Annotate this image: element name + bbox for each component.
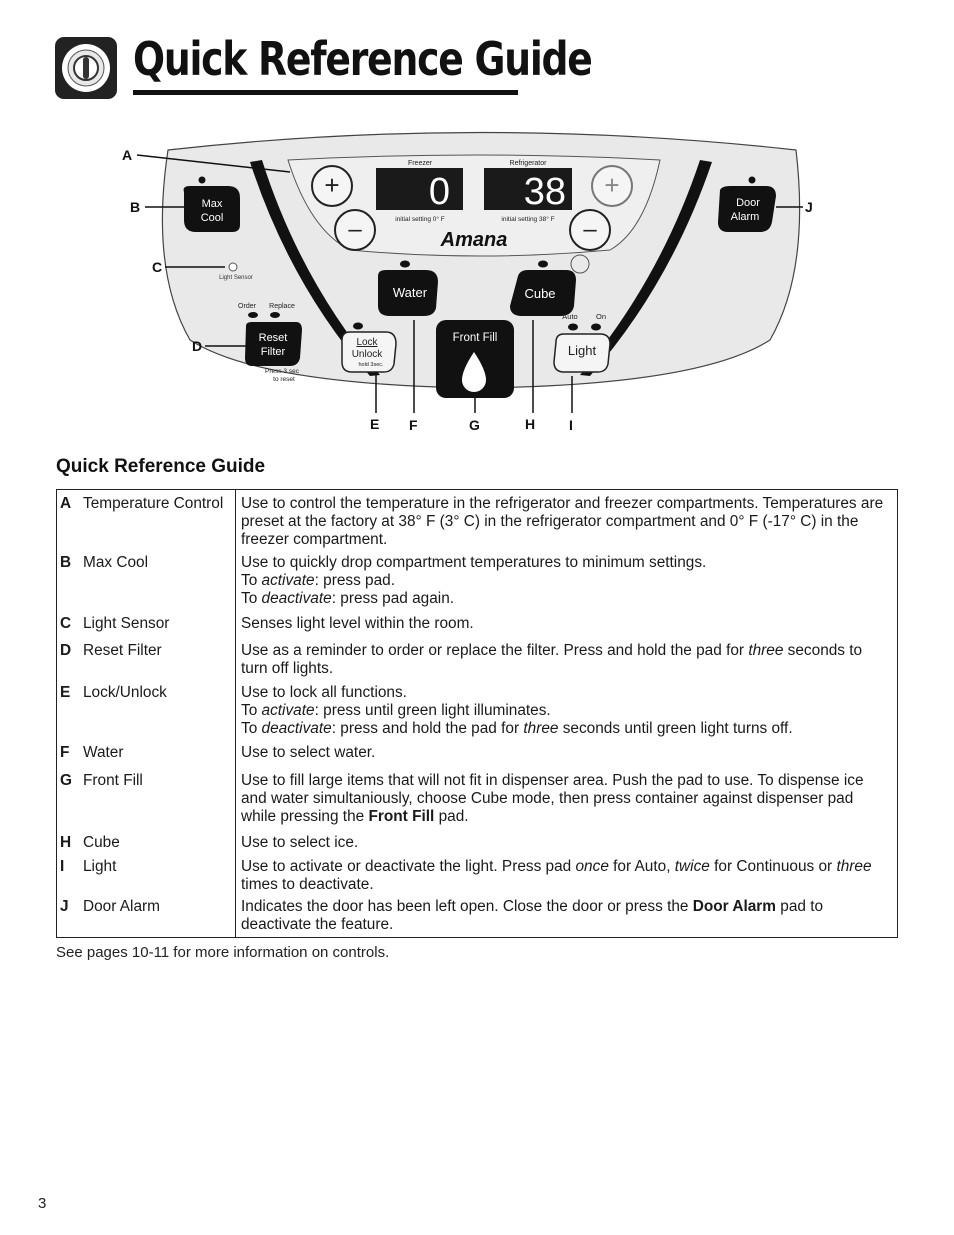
- callout-f: F: [409, 417, 418, 433]
- callout-d: D: [192, 338, 202, 354]
- svg-text:On: On: [596, 312, 606, 321]
- left-stripe: [250, 160, 380, 376]
- svg-text:Water: Water: [393, 285, 428, 300]
- freezer-initial: initial setting 0° F: [395, 215, 445, 223]
- table-divider: [235, 490, 236, 937]
- door-alarm-button: [718, 186, 776, 232]
- svg-text:–: –: [583, 216, 597, 243]
- control-panel-diagram: + – + – Freezer 0 initial setting 0° F R…: [122, 131, 813, 433]
- svg-text:Unlock: Unlock: [352, 349, 384, 360]
- svg-text:Filter: Filter: [261, 346, 286, 358]
- freezer-label: Freezer: [408, 160, 433, 167]
- svg-text:Auto: Auto: [562, 312, 577, 321]
- light-button: [553, 333, 611, 373]
- freezer-value: 0: [429, 171, 450, 213]
- callout-c: C: [152, 259, 162, 275]
- right-stripe: [580, 160, 712, 376]
- svg-text:Lock: Lock: [356, 337, 378, 348]
- svg-text:to reset: to reset: [273, 376, 295, 383]
- callout-b: B: [130, 199, 140, 215]
- callout-e: E: [370, 416, 379, 432]
- lock-unlock-button: [341, 331, 397, 373]
- callout-h: H: [525, 416, 535, 432]
- light-sensor: [228, 262, 238, 272]
- freezer-plus-button: [311, 165, 353, 207]
- svg-text:Front Fill: Front Fill: [453, 332, 498, 344]
- svg-text:Press 3 sec: Press 3 sec: [265, 368, 300, 375]
- svg-text:Alarm: Alarm: [731, 211, 760, 223]
- footnote: See pages 10-11 for more information on …: [56, 944, 390, 961]
- refrigerator-plus-button: [591, 165, 633, 207]
- water-button: [378, 270, 438, 316]
- callout-j: J: [805, 199, 813, 215]
- refrigerator-value: 38: [524, 171, 566, 213]
- svg-text:+: +: [324, 170, 339, 200]
- callout-a: A: [122, 147, 132, 163]
- reset-filter-button: [245, 322, 302, 366]
- svg-text:Cool: Cool: [201, 212, 224, 224]
- section-title: Quick Reference Guide: [56, 456, 266, 477]
- dial-knob-icon: [55, 37, 117, 99]
- svg-text:Light: Light: [568, 343, 597, 358]
- svg-text:Light Sensor: Light Sensor: [219, 275, 253, 281]
- svg-text:Replace: Replace: [269, 303, 295, 310]
- refrigerator-initial: initial setting 38° F: [501, 215, 554, 223]
- cube-button: [510, 270, 576, 316]
- reference-table: A Temperature Control Use to control the…: [56, 489, 898, 938]
- water-drop-icon: [462, 352, 486, 392]
- max-cool-button: [183, 186, 240, 232]
- refrigerator-label: Refrigerator: [510, 160, 548, 167]
- freezer-minus-button: [334, 209, 376, 251]
- refrigerator-display: [484, 168, 572, 210]
- svg-text:Cube: Cube: [524, 286, 555, 301]
- svg-text:Order: Order: [238, 303, 257, 310]
- refrigerator-minus-button: [569, 209, 611, 251]
- page-title: Quick Reference Guide: [133, 32, 593, 86]
- callout-g: G: [469, 417, 480, 433]
- svg-text:Max: Max: [202, 198, 223, 210]
- svg-text:–: –: [348, 216, 362, 243]
- svg-text:+: +: [604, 170, 619, 200]
- page-number: 3: [38, 1195, 47, 1212]
- callout-i: I: [569, 417, 573, 433]
- title-underline: [133, 90, 518, 95]
- svg-text:Reset: Reset: [259, 332, 288, 344]
- svg-text:hold 3sec.: hold 3sec.: [358, 362, 384, 368]
- callout-lines: [136, 154, 803, 413]
- svg-text:Door: Door: [736, 197, 760, 209]
- brand-logo: Amana: [440, 229, 508, 251]
- freezer-display: [376, 168, 463, 210]
